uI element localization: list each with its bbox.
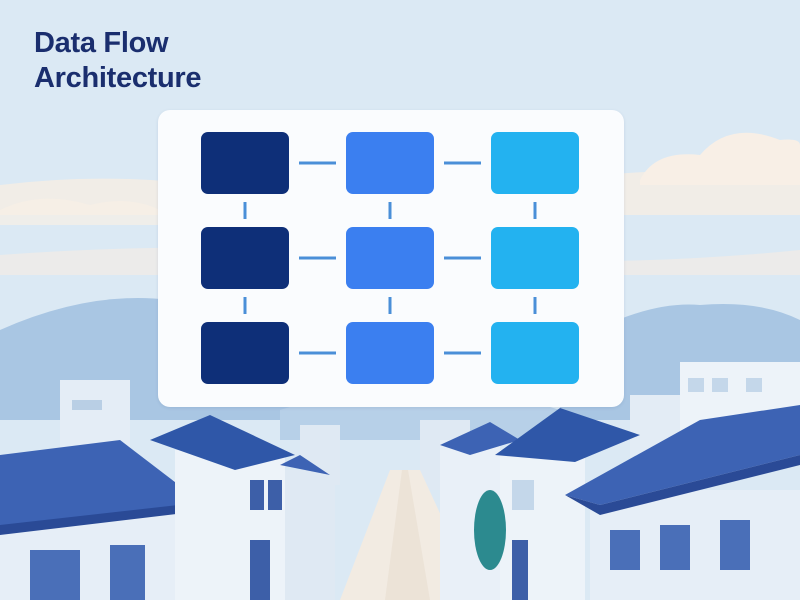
roof-left	[0, 440, 205, 530]
diagram-node	[491, 227, 579, 289]
roof-left-2	[150, 415, 295, 470]
diagram-node	[491, 322, 579, 384]
diagram-node	[346, 322, 434, 384]
cloud-shape	[640, 132, 800, 185]
roof-right	[565, 405, 800, 505]
page-title: Data Flow Architecture	[34, 26, 202, 96]
diagram-node	[491, 132, 579, 194]
diagram-node	[346, 132, 434, 194]
flow-diagram	[201, 132, 579, 384]
roof-right-far	[440, 422, 520, 455]
diagram-node	[201, 322, 289, 384]
tree	[474, 490, 506, 570]
diagram-node	[201, 227, 289, 289]
roof-right-mid	[495, 408, 640, 462]
diagram-node	[346, 227, 434, 289]
diagram-node	[201, 132, 289, 194]
title-line-2: Architecture	[34, 62, 202, 94]
title-line-1: Data Flow	[34, 27, 169, 59]
